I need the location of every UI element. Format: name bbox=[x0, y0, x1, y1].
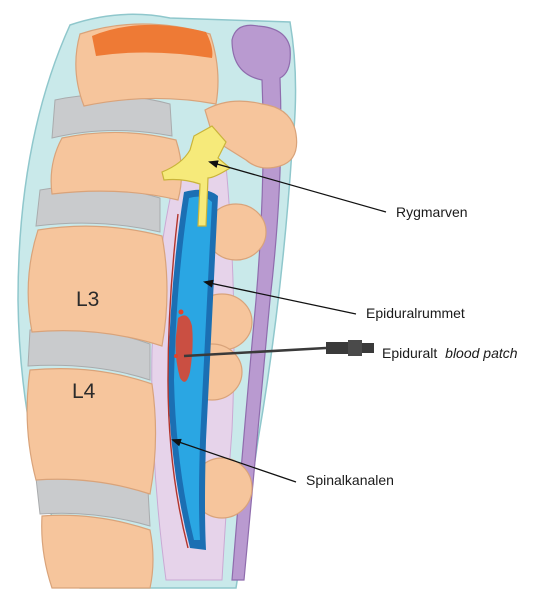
callout-blood-patch-prefix: Epiduralt bbox=[382, 345, 437, 361]
vertebra-l5 bbox=[42, 515, 153, 588]
blood-patch-drop-1 bbox=[179, 310, 184, 315]
blood-patch-drop-2 bbox=[174, 354, 178, 358]
vertebra-l2 bbox=[51, 132, 181, 200]
vertebra-label-l3: L3 bbox=[76, 288, 99, 311]
callout-blood-patch: Epiduralt blood patch bbox=[382, 345, 518, 361]
callout-blood-patch-emphasis: blood patch bbox=[445, 345, 518, 361]
callout-spinal-cord: Rygmarven bbox=[396, 204, 468, 220]
callout-epidural-space: Epiduralrummet bbox=[366, 305, 465, 321]
callout-spinal-canal: Spinalkanalen bbox=[306, 472, 394, 488]
vertebra-label-l4: L4 bbox=[72, 380, 96, 403]
vertebra-l3 bbox=[28, 226, 167, 346]
